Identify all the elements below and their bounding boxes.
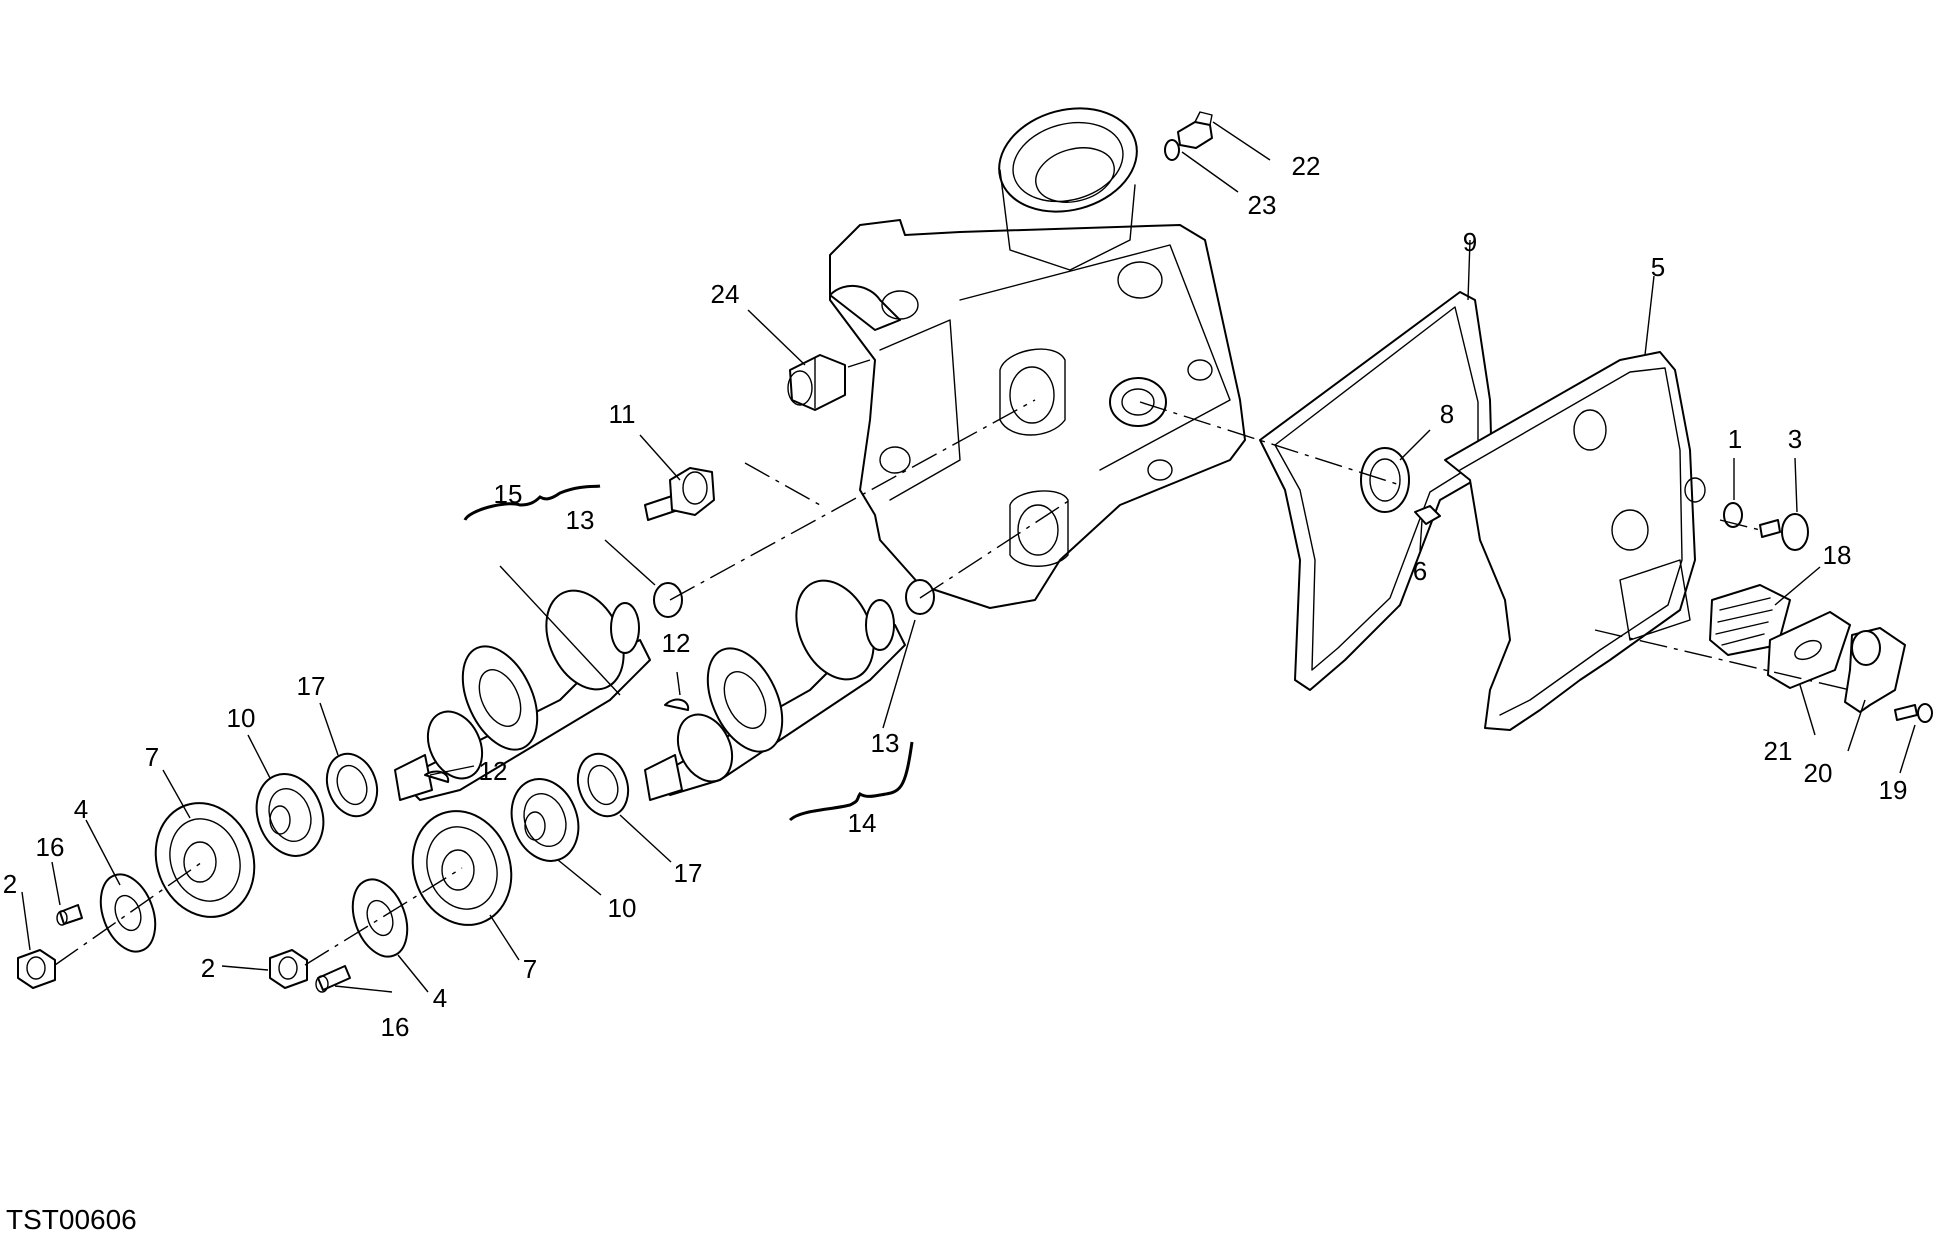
part-7-pulley-upper (154, 802, 256, 918)
bracket-14 (788, 741, 914, 822)
callout-23: 23 (1248, 190, 1277, 220)
center-lines (54, 359, 1851, 966)
part-17-seal-lower (576, 752, 630, 818)
part-23-washer (1164, 139, 1180, 161)
part-2-nut-lower (269, 949, 308, 989)
cylinder-head (829, 107, 1246, 609)
callout-16-upper: 16 (36, 832, 65, 862)
callout-15: 15 (494, 479, 523, 509)
part-4-plate-lower (351, 878, 409, 958)
callout-20: 20 (1804, 758, 1833, 788)
part-2-nut-upper (17, 949, 56, 989)
part-12-key-upper (664, 698, 690, 711)
callout-17-lower: 17 (674, 858, 703, 888)
callout-19: 19 (1879, 775, 1908, 805)
callout-6: 6 (1413, 556, 1427, 586)
callout-13-lower: 13 (871, 728, 900, 758)
callout-7-lower: 7 (523, 954, 537, 984)
bracket-15 (463, 484, 601, 521)
part-20-breather-fitting (1844, 627, 1906, 713)
callout-24: 24 (711, 279, 740, 309)
part-13-plug-upper (653, 582, 683, 618)
callout-22: 22 (1292, 151, 1321, 181)
callout-17-upper: 17 (297, 671, 326, 701)
leader-lines (21, 121, 1916, 993)
callout-1: 1 (1728, 424, 1742, 454)
callout-13-upper: 13 (566, 505, 595, 535)
part-19-screw (1894, 703, 1933, 723)
callout-4-upper: 4 (74, 794, 88, 824)
callout-7-upper: 7 (145, 742, 159, 772)
part-16-screw-upper (56, 904, 83, 926)
callout-16-lower: 16 (381, 1012, 410, 1042)
callout-2-upper: 2 (3, 869, 17, 899)
part-10-bearing-upper (255, 773, 325, 857)
callout-11: 11 (609, 399, 636, 429)
callout-9: 9 (1463, 227, 1477, 257)
callout-2-lower: 2 (201, 953, 215, 983)
callout-10-upper: 10 (227, 703, 256, 733)
drawing-code: TST00606 (6, 1204, 137, 1235)
part-22-fitting (1177, 111, 1213, 149)
part-6-dowel (1414, 505, 1441, 525)
callout-3: 3 (1788, 424, 1802, 454)
part-1-washer (1723, 502, 1743, 528)
part-10-bearing-lower (510, 778, 580, 862)
part-13-plug-lower (905, 579, 935, 615)
part-17-seal-upper (325, 752, 379, 818)
part-21-gasket (1767, 611, 1851, 689)
callout-21: 21 (1764, 736, 1793, 766)
callout-12-lower: 12 (479, 756, 508, 786)
part-15-camshaft (394, 589, 651, 801)
part-3-bolt (1759, 513, 1809, 551)
callout-18: 18 (1823, 540, 1852, 570)
callout-5: 5 (1651, 252, 1665, 282)
callout-8: 8 (1440, 399, 1454, 429)
callout-12-upper: 12 (662, 628, 691, 658)
callout-labels: 1 2 2 3 4 4 5 6 7 7 8 9 10 10 11 12 12 1… (3, 151, 1908, 1042)
callout-14: 14 (848, 808, 877, 838)
callout-4-lower: 4 (433, 983, 447, 1013)
part-4-plate-upper (99, 873, 157, 953)
callout-10-lower: 10 (608, 893, 637, 923)
part-5-cover (1444, 351, 1706, 731)
part-16-screw-lower (315, 965, 351, 993)
part-11-stud (644, 467, 715, 521)
part-24-plug (787, 354, 846, 411)
part-14-camshaft (644, 579, 906, 801)
